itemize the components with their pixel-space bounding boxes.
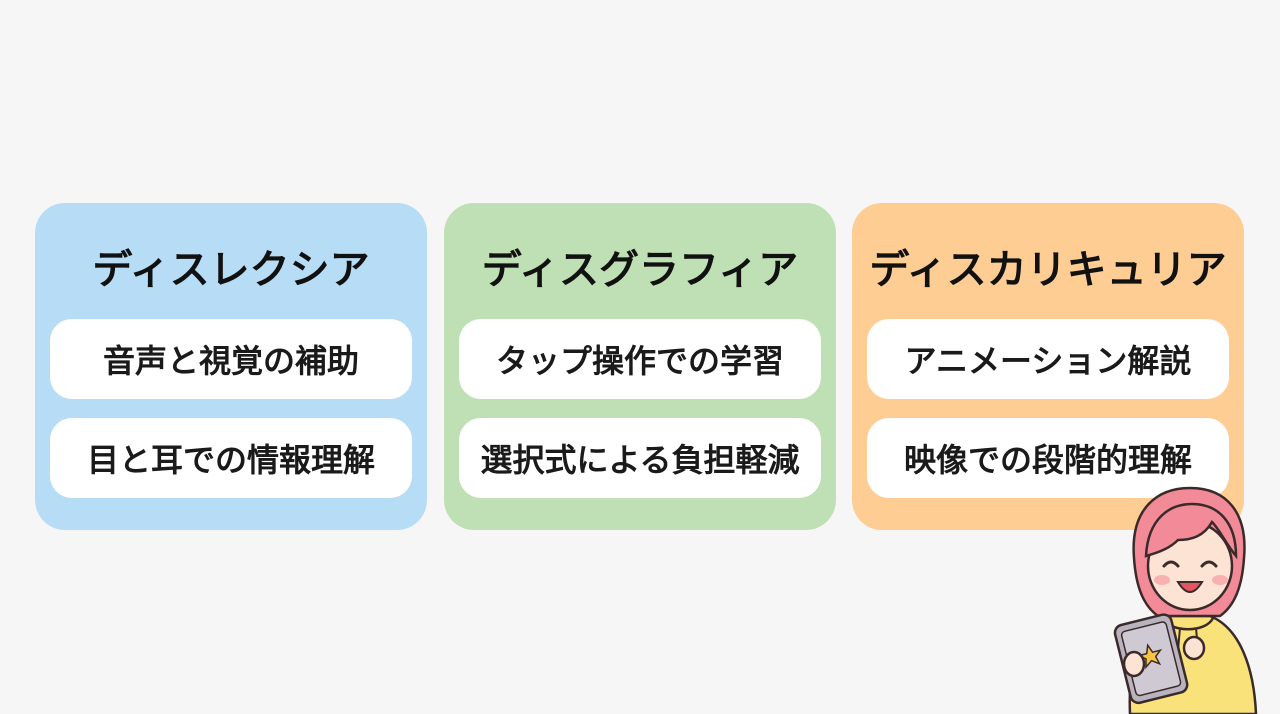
- left-hand: [1122, 650, 1146, 678]
- card-title-dyslexia: ディスレクシア: [92, 247, 370, 293]
- point-dysgraphia-1: タップ操作での学習: [459, 319, 821, 399]
- point-dyscalculia-2: 映像での段階的理解: [867, 418, 1229, 498]
- girl-with-tablet-icon: [1113, 486, 1258, 714]
- card-dyscalculia: ディスカリキュリア アニメーション解説 映像での段階的理解: [852, 203, 1244, 530]
- right-hand: [1182, 635, 1206, 661]
- point-dyslexia-1: 音声と視覚の補助: [50, 319, 412, 399]
- hair-bangs: [1144, 502, 1238, 560]
- mouth: [1176, 581, 1204, 593]
- point-dyscalculia-1: アニメーション解説: [867, 319, 1229, 399]
- card-title-dysgraphia: ディスグラフィア: [481, 247, 799, 293]
- card-dyslexia: ディスレクシア 音声と視覚の補助 目と耳での情報理解: [35, 203, 427, 530]
- card-title-dyscalculia: ディスカリキュリア: [869, 247, 1227, 293]
- point-dysgraphia-2: 選択式による負担軽減: [459, 418, 821, 498]
- card-dysgraphia: ディスグラフィア タップ操作での学習 選択式による負担軽減: [444, 203, 836, 530]
- point-dyslexia-2: 目と耳での情報理解: [50, 418, 412, 498]
